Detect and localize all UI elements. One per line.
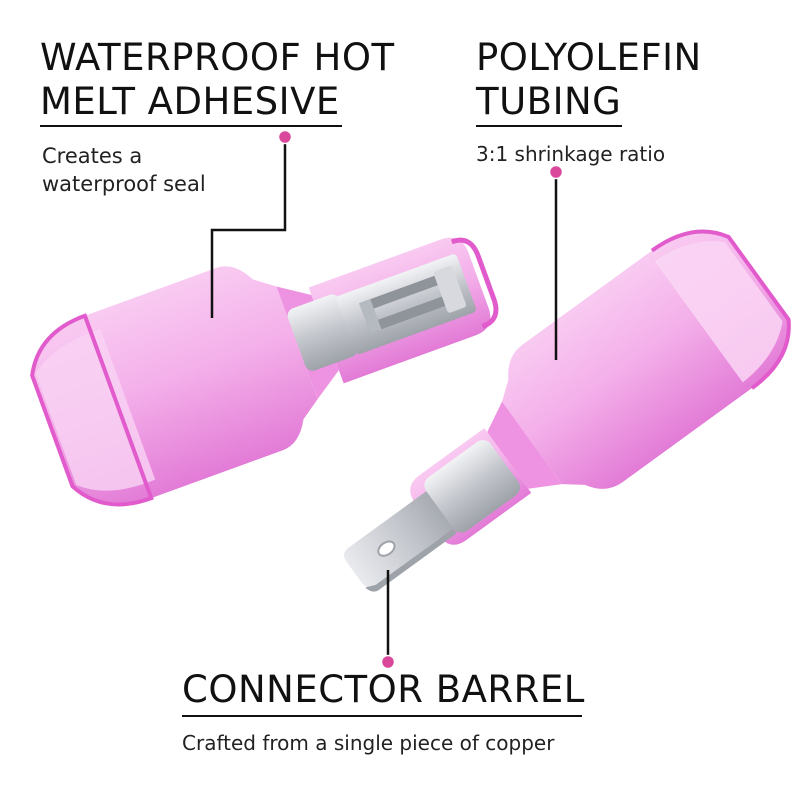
- male-connector: [343, 229, 791, 592]
- pink-dot-marker: [277, 129, 293, 145]
- right-male-tab: [343, 491, 454, 588]
- adhesive-underline: [40, 125, 342, 127]
- female-connector: [30, 237, 499, 507]
- right-crimp-barrel: [424, 440, 520, 533]
- left-crimp-barrel: [287, 294, 358, 371]
- tubing-description: 3:1 shrinkage ratio: [476, 142, 666, 166]
- tubing-underline: [476, 125, 622, 127]
- pink-dot-marker: [380, 654, 396, 670]
- adhesive-title: WATERPROOF HOT MELT ADHESIVE: [40, 36, 395, 123]
- leader-lines: [210, 137, 558, 660]
- tubing-title: POLYOLEFIN TUBING: [476, 36, 702, 123]
- adhesive-description: Creates a waterproof seal: [42, 144, 206, 196]
- left-sleeve-opening: [35, 329, 156, 491]
- barrel-description: Crafted from a single piece of copper: [182, 731, 555, 755]
- dot-markers: [277, 129, 564, 670]
- barrel-title: CONNECTOR BARREL: [182, 668, 585, 711]
- adhesive-leader: [210, 137, 287, 318]
- right-neck: [487, 401, 563, 489]
- barrel-underline: [182, 715, 582, 717]
- right-sleeve-opening: [654, 241, 783, 383]
- pink-dot-marker: [548, 164, 564, 180]
